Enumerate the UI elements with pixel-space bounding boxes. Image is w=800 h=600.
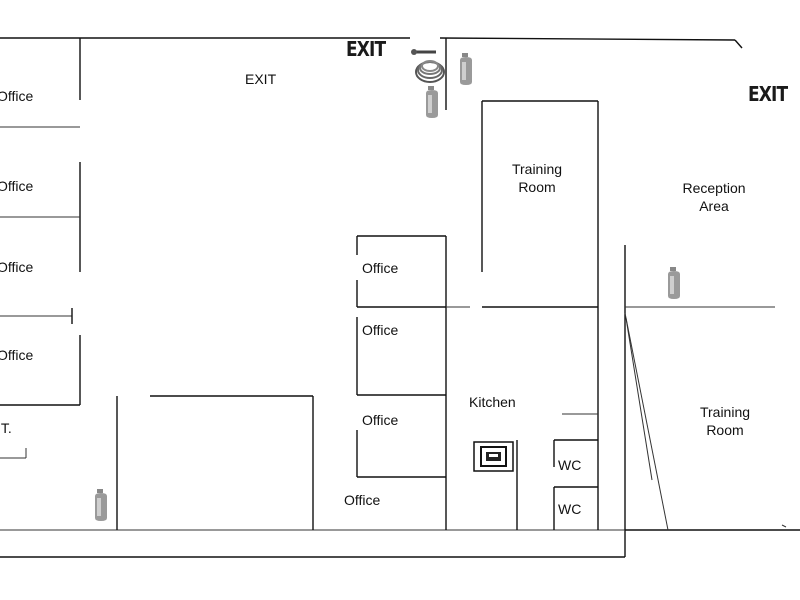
exit-sign-left: EXIT <box>346 37 386 61</box>
reception-line2: Area <box>699 198 729 214</box>
office-label-3: Office <box>0 259 34 275</box>
exit-sign-right: EXIT <box>748 82 788 106</box>
fire-extinguisher-icon <box>95 489 107 521</box>
wc-label-1: WC <box>558 457 582 473</box>
office-label-center-2: Office <box>362 322 399 338</box>
office-label-center-3: Office <box>362 412 399 428</box>
training-room-2-line2: Room <box>706 422 744 438</box>
cooker-icon <box>473 441 514 472</box>
center-office-walls <box>356 38 470 530</box>
training-room-1-line2: Room <box>518 179 556 195</box>
fire-extinguisher-icon <box>668 267 680 299</box>
office-label-center-1: Office <box>362 260 399 276</box>
office-label-4: Office <box>0 347 34 363</box>
reception-line1: Reception <box>682 180 746 196</box>
training-room-2-line1: Training <box>699 404 751 420</box>
training-room-1-label: Training Room <box>512 160 562 196</box>
bottom-room-walls <box>116 395 314 530</box>
reception-area-label: Reception Area <box>682 179 745 215</box>
fire-extinguisher-icon <box>426 86 438 118</box>
training-room-1-line1: Training <box>511 161 563 177</box>
office-label-1: Office <box>0 88 34 104</box>
kitchen-label: Kitchen <box>469 394 516 410</box>
right-wing-walls <box>624 245 787 531</box>
training-room-1-walls <box>481 100 599 530</box>
training-room-2-label: Training Room <box>700 403 750 439</box>
office-label-bottom: Office <box>344 492 381 508</box>
exit-area-label: EXIT <box>245 71 277 87</box>
kitchen-wc-walls <box>516 413 598 530</box>
fire-hose-reel-icon <box>411 49 445 83</box>
it-room-label: .T. <box>0 420 12 436</box>
outer-walls <box>0 37 800 558</box>
wc-label-2: WC <box>558 501 582 517</box>
office-label-2: Office <box>0 178 34 194</box>
fire-extinguisher-icon <box>460 53 472 85</box>
